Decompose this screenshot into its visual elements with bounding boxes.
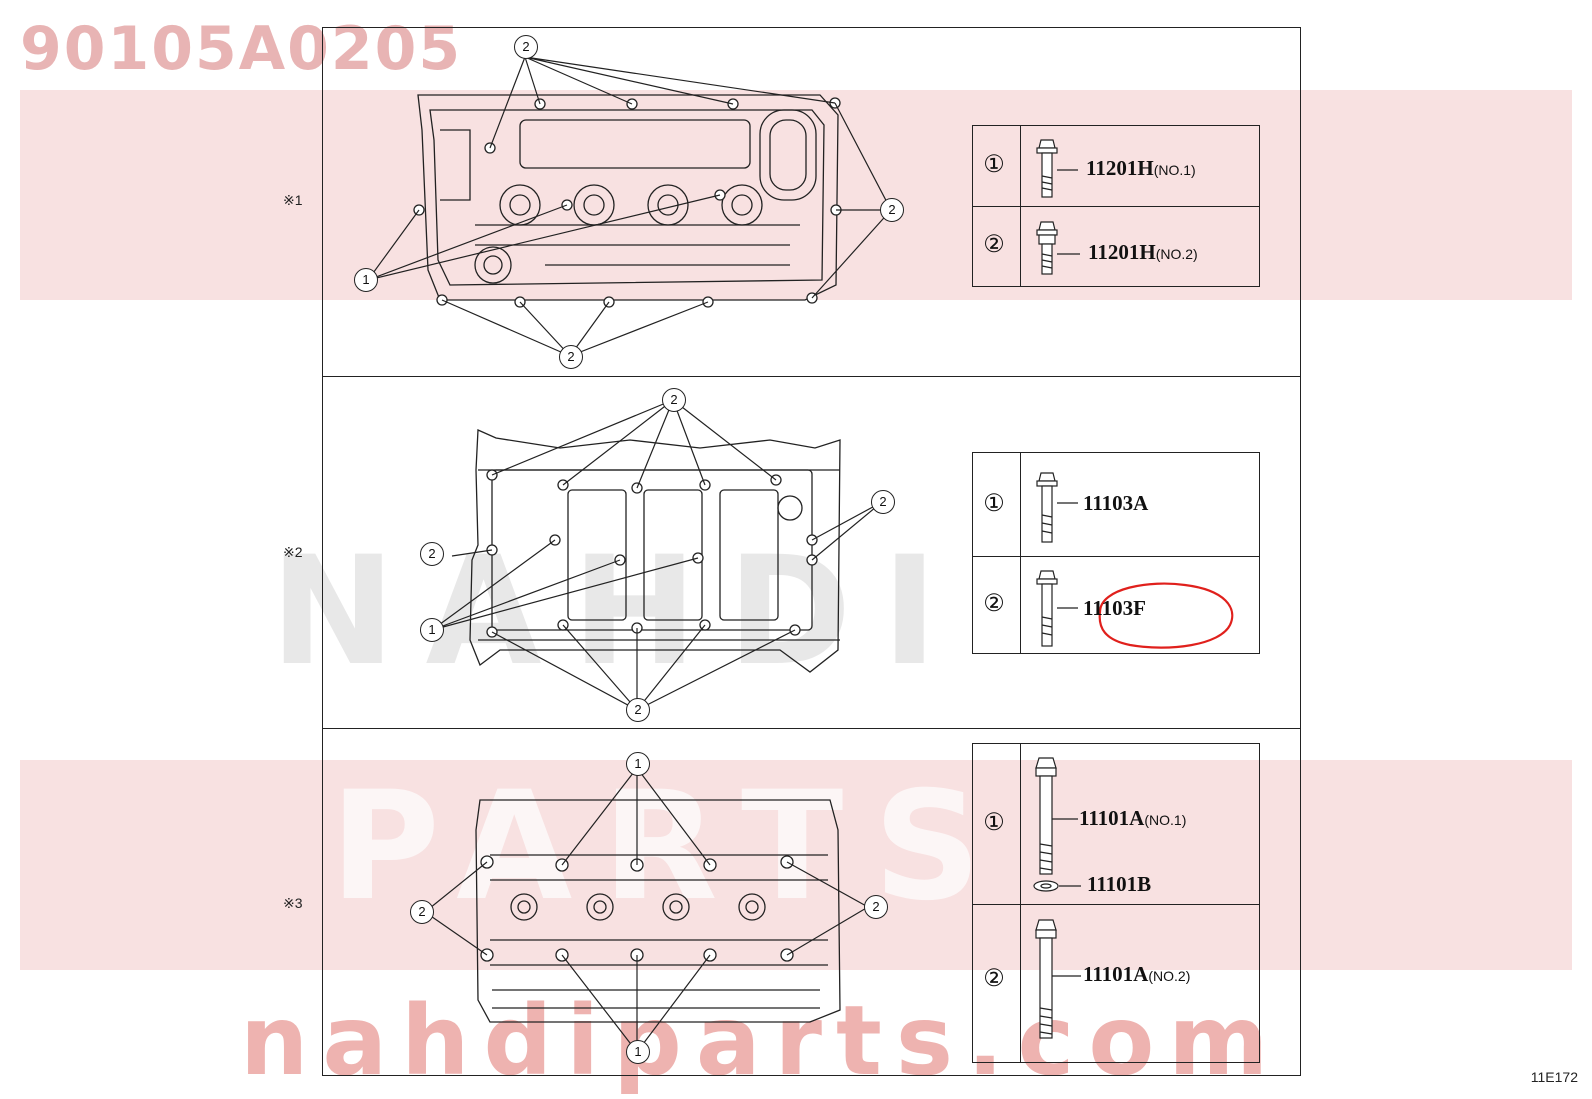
cylinder-head-cover-drawing <box>417 94 839 301</box>
watermark-part-number: 90105A0205 <box>20 14 463 84</box>
part-number[interactable]: 11101A(NO.1) <box>1079 806 1187 830</box>
part-number[interactable]: 11101B <box>1087 872 1152 896</box>
part-number[interactable]: 11201H(NO.1) <box>1086 156 1196 180</box>
callout-1: 1 <box>626 1040 650 1064</box>
watermark-website: nahdiparts.com <box>240 985 1283 1097</box>
callout-2: 2 <box>626 698 650 722</box>
part-number[interactable]: 11101A(NO.2) <box>1083 962 1191 986</box>
callout-1: 1 <box>626 752 650 776</box>
cylinder-head-drawing <box>475 799 841 1023</box>
callout-2: ② <box>983 231 1005 258</box>
callout-2: 2 <box>880 198 904 222</box>
callout-2: 2 <box>662 388 686 412</box>
leader-lines-section-3 <box>424 767 869 1053</box>
watermark-band-top <box>20 90 1572 300</box>
callout-2: 2 <box>864 895 888 919</box>
illustration-code: 11E172 <box>1530 1069 1578 1085</box>
leader-lines-section-2 <box>431 399 883 711</box>
callout-2: ② <box>983 590 1005 617</box>
watermark-brand-top: NAHDI <box>270 525 968 699</box>
parts-table-3: ① ② 11101A(NO.1) 11101B 11101A(NO.2) <box>972 743 1260 1063</box>
part-number[interactable]: 11201H(NO.2) <box>1088 240 1198 264</box>
section-label-1: ※1 <box>283 192 303 208</box>
callout-2: 2 <box>420 542 444 566</box>
parts-table-1: ① ② 11201H(NO.1) 11201H(NO.2) <box>972 125 1260 287</box>
callout-2: 2 <box>559 345 583 369</box>
part-number[interactable]: 11103A <box>1083 491 1149 515</box>
callout-1: 1 <box>354 268 378 292</box>
highlight-circle <box>1098 582 1234 649</box>
part-number-highlighted[interactable]: 11103F <box>1083 596 1147 620</box>
callout-2: 2 <box>514 35 538 59</box>
section-divider <box>322 376 1301 377</box>
section-label-2: ※2 <box>283 544 303 560</box>
watermark-band-bottom <box>20 760 1572 970</box>
section-label-3: ※3 <box>283 895 303 911</box>
bolt-icons-table-1 <box>1036 139 1080 275</box>
parts-table-2: ① ② 11103A 11103F <box>972 452 1260 654</box>
bolt-icons-table-3 <box>1033 757 1081 1039</box>
callout-1: 1 <box>420 618 444 642</box>
callout-2: ② <box>983 965 1005 992</box>
callout-1: ① <box>983 151 1005 178</box>
section-divider <box>322 728 1301 729</box>
bolt-icons-table-2 <box>1036 472 1078 647</box>
diagram-frame <box>322 27 1301 1076</box>
callout-1: ① <box>983 490 1005 517</box>
callout-2: 2 <box>410 900 434 924</box>
callout-2: 2 <box>871 490 895 514</box>
callout-1: ① <box>983 809 1005 836</box>
